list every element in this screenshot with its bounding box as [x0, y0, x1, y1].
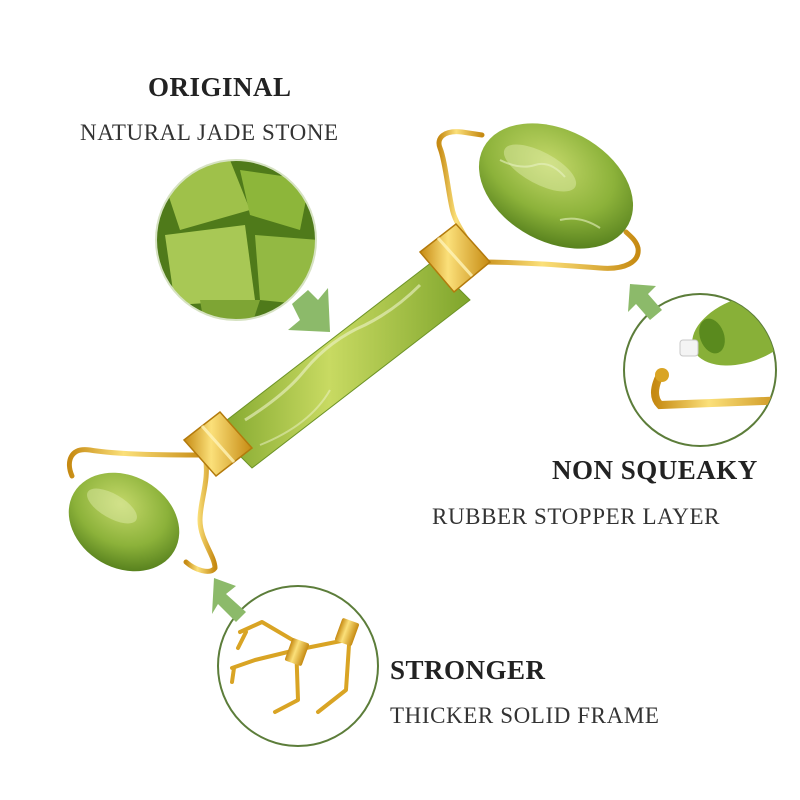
callout-title-non-squeaky: NON SQUEAKY — [552, 455, 758, 485]
lower-frame — [66, 447, 218, 574]
gold-collar-top — [418, 222, 492, 294]
upper-roller-stone — [478, 123, 634, 249]
callout-title-original: ORIGINAL — [148, 72, 292, 102]
arrow-to-frame — [212, 578, 246, 622]
callout-subtitle-non-squeaky: RUBBER STOPPER LAYER — [432, 504, 721, 529]
arrow-to-stopper — [628, 284, 662, 320]
frame-collar-detail — [285, 618, 359, 666]
gold-collar-bottom — [182, 410, 254, 478]
arrow-to-handle — [288, 288, 330, 332]
lower-roller-stone — [68, 472, 180, 572]
callout-subtitle-original: NATURAL JADE STONE — [80, 120, 339, 145]
frame-closeup-circle — [217, 585, 379, 747]
callout-title-stronger: STRONGER — [390, 655, 546, 685]
jade-stone-closeup-circle — [155, 159, 317, 321]
roller-handle — [213, 261, 471, 469]
callout-subtitle-stronger: THICKER SOLID FRAME — [390, 703, 660, 728]
